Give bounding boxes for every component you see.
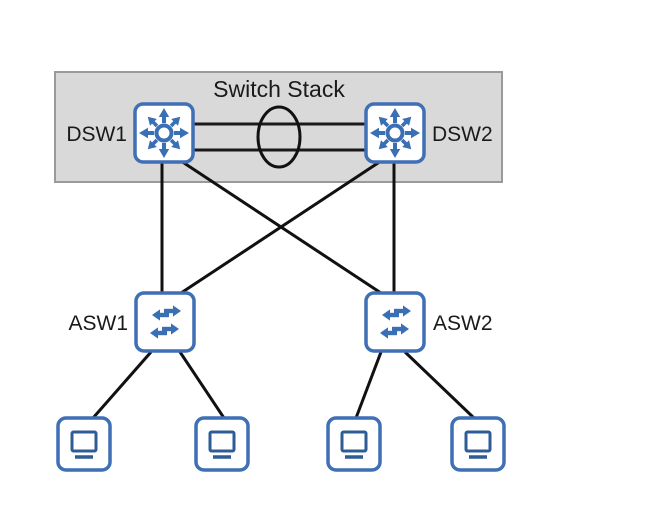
node-asw1[interactable]: ASW1 — [68, 291, 196, 353]
node-pc2[interactable] — [194, 416, 250, 472]
node-dsw2[interactable]: DSW2 — [364, 102, 493, 164]
dsw2-label: DSW2 — [432, 123, 493, 146]
node-pc4[interactable] — [450, 416, 506, 472]
asw1-box[interactable] — [134, 291, 196, 353]
stack-bundle-marker — [256, 105, 302, 169]
link-dsw2-asw1 — [180, 159, 382, 295]
switch-stack-boundary — [54, 71, 503, 183]
link-asw2-pc3 — [354, 351, 383, 419]
link-asw2-pc4 — [403, 350, 476, 420]
link-layer — [91, 159, 476, 420]
node-pc3[interactable] — [326, 416, 382, 472]
stack-interconnect — [193, 105, 366, 169]
switch-stack-title: Switch Stack — [213, 76, 345, 102]
dsw1-label: DSW1 — [66, 123, 127, 146]
node-dsw1[interactable]: DSW1 — [66, 102, 195, 164]
link-asw1-pc1 — [91, 351, 153, 419]
asw2-box[interactable] — [364, 291, 426, 353]
node-pc1[interactable] — [56, 416, 112, 472]
asw2-label: ASW2 — [433, 312, 493, 335]
link-asw1-pc2 — [178, 351, 226, 419]
asw1-label: ASW1 — [68, 312, 128, 335]
node-asw2[interactable]: ASW2 — [364, 291, 493, 353]
switch-stack-group: Switch Stack — [54, 71, 503, 183]
